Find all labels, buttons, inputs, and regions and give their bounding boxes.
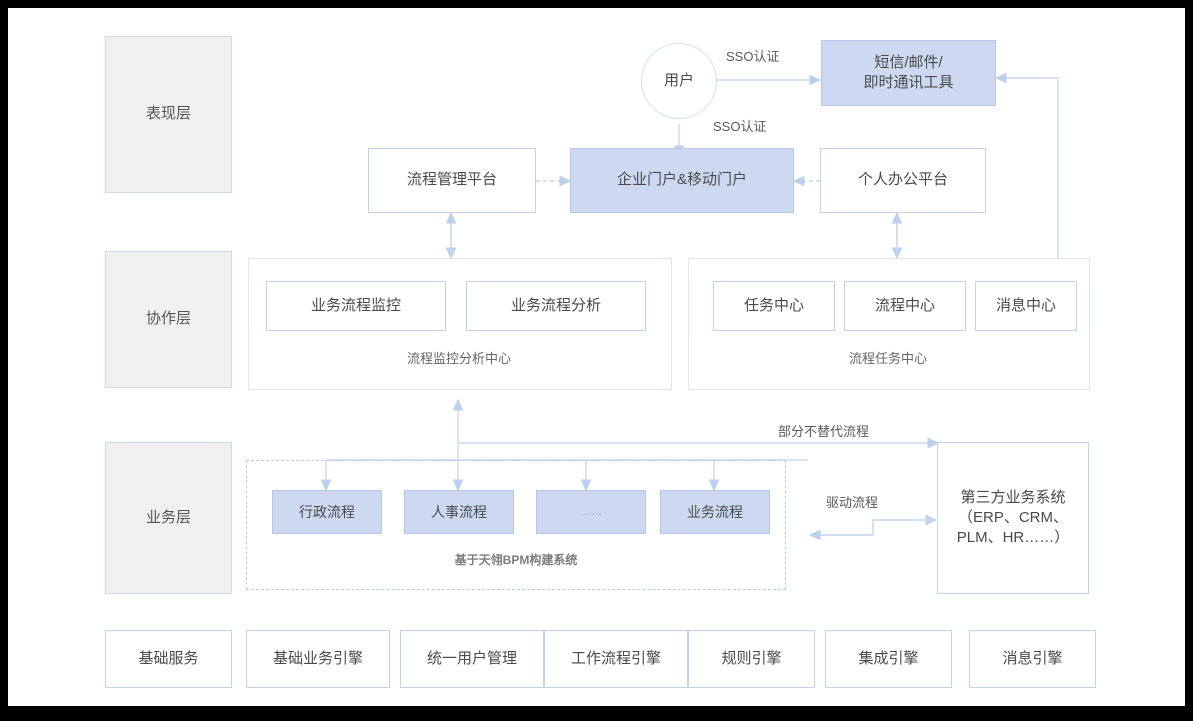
foundation-item-6[interactable]: 消息引擎: [969, 630, 1096, 688]
bpm-built-system-zone: [246, 460, 786, 590]
more-process-label: ……: [580, 505, 602, 518]
layer-label-presentation-text: 表现层: [145, 105, 191, 123]
foundation-item-5[interactable]: 集成引擎: [825, 630, 952, 688]
message-center-label: 消息中心: [995, 296, 1056, 314]
third-party-system-line2: （ERP、CRM、: [957, 508, 1068, 526]
task-center-node[interactable]: 任务中心: [713, 281, 835, 331]
architecture-diagram-canvas: 表现层 协作层 业务层 用户 短信/邮件/ 即时通讯工具 流程管理平台 企业门户…: [8, 8, 1185, 706]
more-process-node[interactable]: ……: [536, 490, 646, 534]
foundation-item-6-label: 消息引擎: [1002, 649, 1063, 667]
user-node[interactable]: 用户: [641, 43, 717, 119]
personal-office-platform-node[interactable]: 个人办公平台: [820, 148, 986, 213]
third-party-system-line3: PLM、HR……）: [956, 529, 1070, 547]
messaging-tools-line1: 短信/邮件/: [874, 53, 943, 71]
layer-label-presentation: 表现层: [105, 36, 232, 193]
business-process-monitoring-node[interactable]: 业务流程监控: [266, 281, 446, 331]
personal-office-platform-label: 个人办公平台: [857, 171, 948, 189]
layer-label-business-text: 业务层: [145, 508, 191, 526]
process-task-center-caption: 流程任务中心: [848, 351, 927, 366]
edge-label-drive-process: 驱动流程: [826, 495, 879, 510]
process-center-label: 流程中心: [874, 296, 935, 314]
enterprise-portal-label: 企业门户&移动门户: [616, 171, 747, 189]
process-management-platform-node[interactable]: 流程管理平台: [368, 148, 536, 213]
layer-label-collaboration-text: 协作层: [145, 310, 191, 328]
sso-label-bottom: SSO认证: [713, 119, 767, 134]
foundation-item-4-label: 规则引擎: [721, 649, 782, 667]
hr-process-node[interactable]: 人事流程: [404, 490, 514, 534]
foundation-item-0-label: 基础服务: [138, 649, 199, 667]
foundation-item-2[interactable]: 统一用户管理: [400, 630, 544, 688]
foundation-item-3[interactable]: 工作流程引擎: [544, 630, 688, 688]
task-center-label: 任务中心: [743, 296, 804, 314]
bpm-built-system-caption: 基于天翎BPM构建系统: [454, 553, 578, 567]
business-process-analysis-node[interactable]: 业务流程分析: [466, 281, 646, 331]
process-management-platform-label: 流程管理平台: [406, 171, 497, 189]
messaging-tools-line2: 即时通讯工具: [863, 74, 954, 91]
enterprise-portal-node[interactable]: 企业门户&移动门户: [570, 148, 794, 213]
third-party-system-line1: 第三方业务系统: [960, 488, 1066, 506]
message-center-node[interactable]: 消息中心: [975, 281, 1077, 331]
business-process-node[interactable]: 业务流程: [660, 490, 770, 534]
messaging-tools-node[interactable]: 短信/邮件/ 即时通讯工具: [821, 40, 996, 106]
layer-label-business: 业务层: [105, 442, 232, 594]
foundation-item-5-label: 集成引擎: [858, 649, 919, 667]
layer-label-collaboration: 协作层: [105, 251, 232, 388]
foundation-item-1[interactable]: 基础业务引擎: [246, 630, 390, 688]
user-node-label: 用户: [663, 71, 694, 89]
monitoring-analysis-center-caption: 流程监控分析中心: [406, 351, 511, 366]
foundation-item-0[interactable]: 基础服务: [105, 630, 232, 688]
foundation-item-3-label: 工作流程引擎: [570, 649, 661, 667]
edge-label-partial-replace: 部分不替代流程: [778, 424, 870, 439]
administrative-process-node[interactable]: 行政流程: [272, 490, 382, 534]
foundation-item-1-label: 基础业务引擎: [272, 649, 363, 667]
administrative-process-label: 行政流程: [299, 503, 355, 520]
foundation-item-2-label: 统一用户管理: [426, 649, 517, 667]
third-party-system-node[interactable]: 第三方业务系统 （ERP、CRM、 PLM、HR……）: [937, 442, 1089, 594]
process-center-node[interactable]: 流程中心: [844, 281, 966, 331]
business-process-analysis-label: 业务流程分析: [510, 296, 601, 314]
business-process-monitoring-label: 业务流程监控: [310, 296, 401, 314]
hr-process-label: 人事流程: [431, 503, 487, 520]
foundation-item-4[interactable]: 规则引擎: [688, 630, 815, 688]
business-process-label: 业务流程: [687, 503, 743, 520]
sso-label-top: SSO认证: [726, 49, 780, 64]
